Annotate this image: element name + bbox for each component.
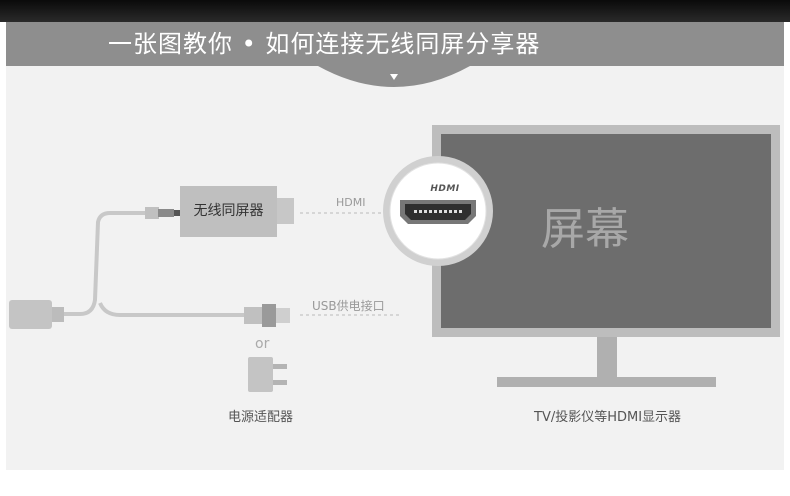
chevron-down-icon <box>390 74 398 80</box>
hdmi-logo-text: HDMI <box>430 184 460 194</box>
tv-neck <box>597 337 617 379</box>
top-dark-bar <box>0 0 790 22</box>
usb-power-plug-icon <box>244 304 290 327</box>
dongle-hdmi-plug <box>277 198 294 224</box>
screen-label: 屏幕 <box>541 204 629 255</box>
or-label: or <box>255 336 270 352</box>
bottom-strip <box>0 470 790 496</box>
hdmi-label: HDMI <box>336 196 366 209</box>
device-label: 无线同屏器 <box>193 203 264 219</box>
tv-stand <box>497 377 716 387</box>
tv-screen <box>441 134 771 328</box>
display-caption: TV/投影仪等HDMI显示器 <box>534 410 682 425</box>
hdmi-port-icon <box>400 200 476 224</box>
power-adapter-caption: 电源适配器 <box>228 410 294 425</box>
micro-usb-plug-icon <box>145 207 180 219</box>
cable-upper <box>50 211 145 316</box>
cable-lower <box>98 302 244 317</box>
dongle-body <box>180 186 277 237</box>
usb-plug-icon <box>9 300 64 329</box>
power-adapter-icon <box>248 357 287 392</box>
usb-power-label: USB供电接口 <box>312 299 385 313</box>
page-title: 一张图教你 • 如何连接无线同屏分享器 <box>108 30 541 58</box>
header-band <box>6 22 784 66</box>
